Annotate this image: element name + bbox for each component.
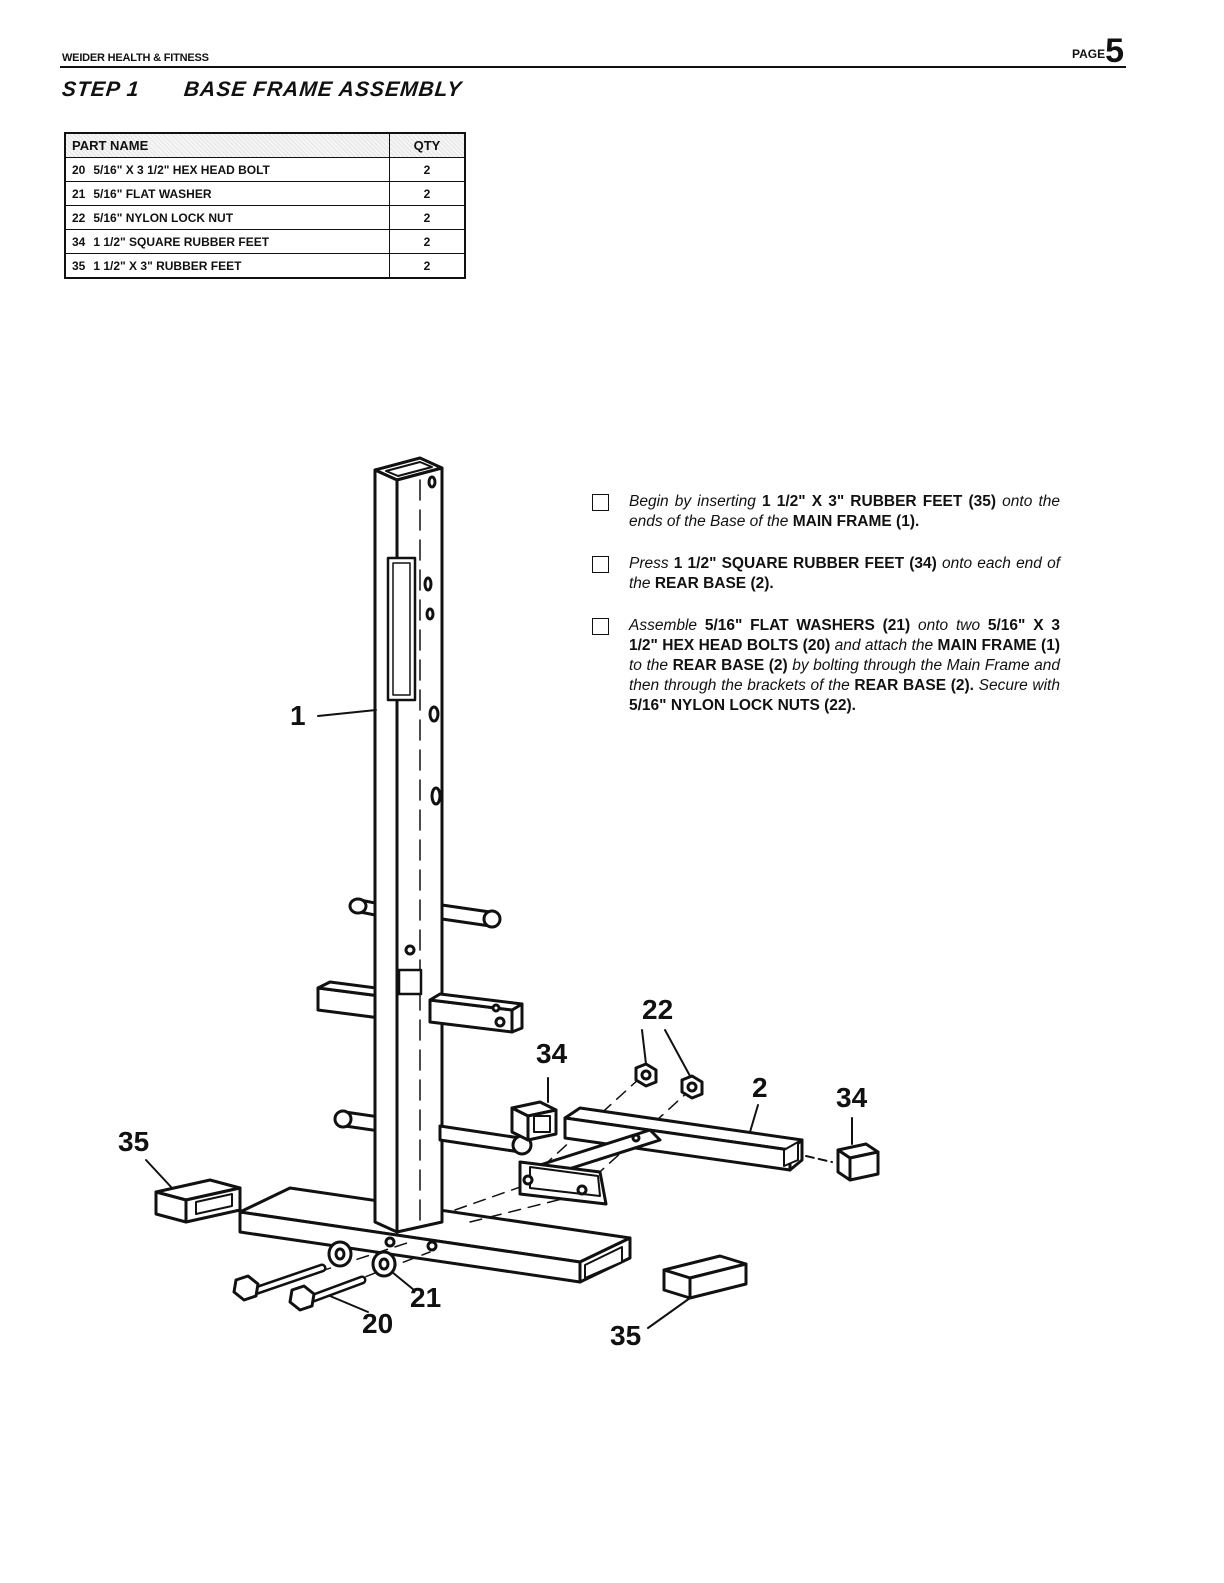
table-row: 20 5/16" X 3 1/2" HEX HEAD BOLT 2	[64, 157, 466, 182]
checkbox[interactable]	[592, 618, 609, 635]
instruction-list: Begin by inserting 1 1/2" X 3" RUBBER FE…	[592, 492, 1060, 738]
instruction-item: Press 1 1/2" SQUARE RUBBER FEET (34) ont…	[592, 554, 1060, 594]
checkbox[interactable]	[592, 494, 609, 511]
part-number: 21	[72, 186, 86, 201]
rear-base	[518, 1106, 804, 1206]
callout-square-feet-right: 34	[836, 1082, 868, 1113]
callout-main-frame: 1	[290, 700, 306, 731]
part-name: 5/16" X 3 1/2" HEX HEAD BOLT	[93, 162, 270, 177]
column-header-part-name: PART NAME	[64, 132, 390, 158]
part-qty: 2	[389, 157, 466, 182]
instruction-item: Begin by inserting 1 1/2" X 3" RUBBER FE…	[592, 492, 1060, 532]
hex-head-bolts	[232, 1263, 367, 1312]
header-rule	[60, 66, 1126, 68]
company-name: WEIDER HEALTH & FITNESS	[62, 52, 209, 64]
square-rubber-foot-left	[510, 1100, 558, 1142]
instruction-text: Press 1 1/2" SQUARE RUBBER FEET (34) ont…	[629, 555, 1060, 592]
parts-table: PART NAME QTY 20 5/16" X 3 1/2" HEX HEAD…	[64, 132, 466, 279]
part-cell: 35 1 1/2" X 3" RUBBER FEET	[64, 253, 390, 279]
column-header-qty: QTY	[389, 132, 466, 158]
part-name: 1 1/2" SQUARE RUBBER FEET	[93, 234, 270, 249]
part-cell: 20 5/16" X 3 1/2" HEX HEAD BOLT	[64, 157, 390, 182]
part-qty: 2	[389, 253, 466, 279]
callout-bolts: 20	[362, 1308, 394, 1339]
part-number: 22	[72, 210, 86, 225]
callout-rubber-feet-left: 35	[118, 1126, 150, 1157]
table-row: 35 1 1/2" X 3" RUBBER FEET 2	[64, 253, 466, 279]
part-qty: 2	[389, 181, 466, 206]
nylon-lock-nuts	[634, 1062, 704, 1100]
part-number: 20	[72, 162, 86, 177]
instruction-text: Assemble 5/16" FLAT WASHERS (21) onto tw…	[629, 617, 1061, 714]
flat-washers	[327, 1240, 397, 1278]
rubber-foot-right	[662, 1254, 748, 1300]
callout-square-feet-left: 34	[536, 1038, 568, 1069]
instruction-text: Begin by inserting 1 1/2" X 3" RUBBER FE…	[629, 493, 1060, 530]
page-label: PAGE	[1071, 47, 1106, 61]
parts-table-header: PART NAME QTY	[64, 132, 466, 158]
part-number: 35	[72, 258, 86, 273]
part-number: 34	[72, 234, 86, 249]
page-number: 5	[1105, 32, 1124, 70]
callout-lock-nuts: 22	[642, 994, 674, 1025]
callout-washers: 21	[410, 1282, 442, 1313]
part-name: 1 1/2" X 3" RUBBER FEET	[93, 258, 242, 273]
part-name: 5/16" NYLON LOCK NUT	[93, 210, 234, 225]
part-qty: 2	[389, 205, 466, 230]
table-row: 22 5/16" NYLON LOCK NUT 2	[64, 205, 466, 230]
callout-rubber-feet-right: 35	[610, 1320, 642, 1351]
part-cell: 34 1 1/2" SQUARE RUBBER FEET	[64, 229, 390, 254]
page-indicator: PAGE5	[1072, 34, 1124, 68]
part-name: 5/16" FLAT WASHER	[93, 186, 212, 201]
leader-lines	[145, 709, 853, 1329]
main-frame-upright	[373, 456, 444, 1234]
part-qty: 2	[389, 229, 466, 254]
checkbox[interactable]	[592, 556, 609, 573]
part-cell: 22 5/16" NYLON LOCK NUT	[64, 205, 390, 230]
instruction-item: Assemble 5/16" FLAT WASHERS (21) onto tw…	[592, 616, 1060, 716]
rubber-foot-left	[154, 1178, 242, 1224]
callout-rear-base: 2	[752, 1072, 768, 1103]
square-rubber-foot-right	[805, 1142, 880, 1182]
table-row: 34 1 1/2" SQUARE RUBBER FEET 2	[64, 229, 466, 254]
